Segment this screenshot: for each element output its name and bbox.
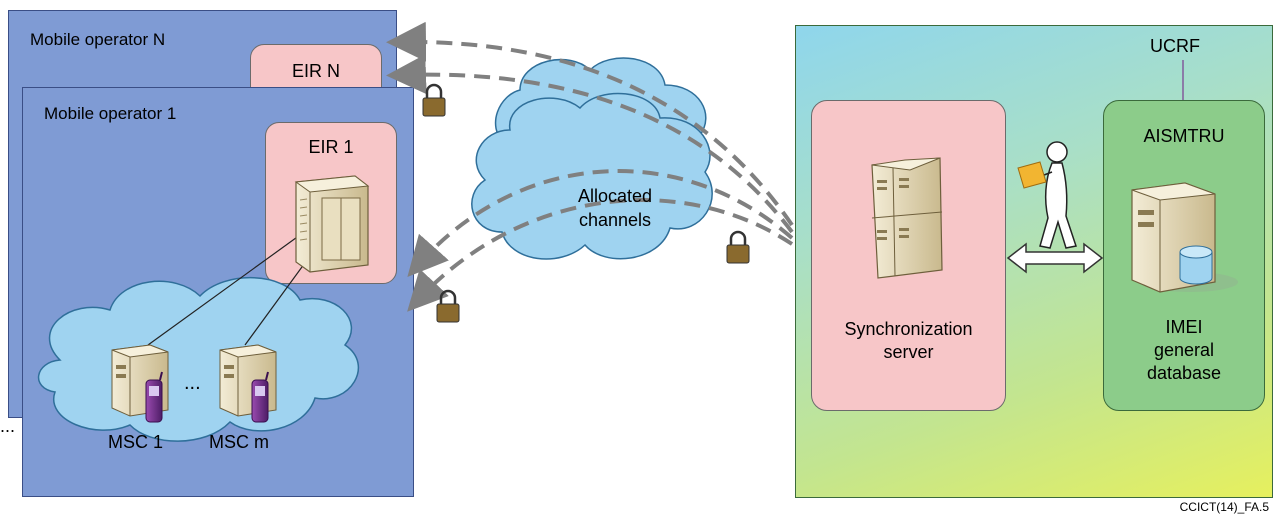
figure-caption: CCICT(14)_FA.5: [1179, 500, 1269, 514]
operator-n-label: Mobile operator N: [30, 30, 166, 49]
ucrf-label: UCRF: [1150, 36, 1200, 56]
imei-db-label: IMEI general database: [1103, 316, 1265, 385]
db-line-3: database: [1146, 363, 1222, 383]
sync-line-1: Synchronization: [844, 319, 973, 339]
server-tower-icon: [871, 157, 943, 279]
db-line-2: general: [1153, 340, 1215, 360]
eir-1-label: EIR 1: [308, 137, 354, 157]
sync-server-label: Synchronization server: [811, 318, 1006, 364]
padlock-icon: [726, 230, 750, 264]
padlock-icon: [436, 289, 460, 323]
msc-ellipsis: ...: [184, 372, 201, 394]
sync-line-2: server: [883, 342, 934, 362]
mobile-phone-icon: [145, 371, 163, 423]
more-operators-ellipsis: ...: [0, 416, 16, 436]
secure-channel-arrows: [386, 21, 794, 312]
eir-n-label: EIR N: [291, 61, 340, 81]
person-icon: [1035, 141, 1077, 249]
envelope-icon: [1017, 161, 1047, 189]
allocated-channels-label: Allocated channels: [555, 184, 675, 232]
msc-m-label: MSC m: [209, 432, 269, 452]
padlock-icon: [422, 83, 446, 117]
db-line-1: IMEI: [1165, 317, 1203, 337]
msc-1-label: MSC 1: [108, 432, 164, 452]
database-icon: [1179, 245, 1213, 285]
operator-1-label: Mobile operator 1: [44, 104, 177, 123]
msc-cloud: [37, 277, 359, 442]
server-cabinet-icon: [294, 175, 370, 273]
allocated-line-2: channels: [578, 210, 652, 230]
aismtru-label: AISMTRU: [1143, 126, 1225, 146]
sync-double-arrow: [1006, 242, 1104, 274]
allocated-line-1: Allocated: [577, 186, 653, 206]
mobile-phone-icon: [251, 371, 269, 423]
